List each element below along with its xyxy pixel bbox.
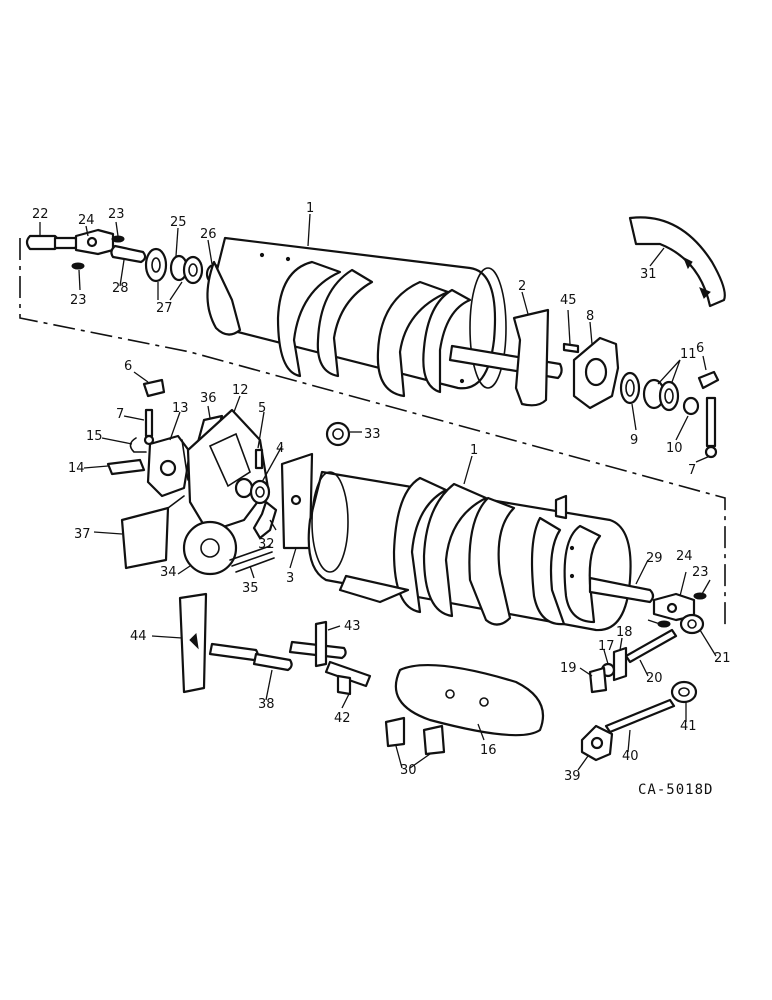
callout-31: 31 (640, 267, 657, 282)
callout-34: 34 (160, 565, 177, 580)
upper-auger (206, 236, 563, 398)
upper-shaft-parts (25, 228, 223, 285)
callout-45: 45 (560, 293, 577, 308)
callout-42: 42 (334, 711, 351, 726)
callout-1-lower: 1 (470, 443, 478, 458)
shield-31 (628, 216, 726, 308)
callout-labels: 1 1 2 3 4 5 6 6 7 7 8 9 10 11 12 13 14 1… (32, 201, 731, 784)
callout-21: 21 (714, 651, 731, 666)
callout-5: 5 (258, 401, 266, 416)
callout-9: 9 (630, 433, 638, 448)
callout-15: 15 (86, 429, 103, 444)
callout-28: 28 (112, 281, 129, 296)
callout-3: 3 (286, 571, 294, 586)
callout-10: 10 (666, 441, 683, 456)
callout-39: 39 (564, 769, 581, 784)
upper-right-bearing-parts (512, 308, 720, 459)
lower-left-drive-parts (106, 378, 351, 576)
callout-16: 16 (480, 743, 497, 758)
callout-44: 44 (130, 629, 147, 644)
drawing-code: CA-5018D (638, 782, 713, 798)
callout-23-c: 23 (692, 565, 709, 580)
callout-23-b: 23 (70, 293, 87, 308)
callout-30: 30 (400, 763, 417, 778)
assembly-centerline (19, 238, 726, 625)
callout-25: 25 (170, 215, 187, 230)
callout-19: 19 (560, 661, 577, 676)
callout-12: 12 (232, 383, 249, 398)
callout-7-left: 7 (116, 407, 124, 422)
callout-11: 11 (680, 347, 697, 362)
callout-37: 37 (74, 527, 91, 542)
callout-32: 32 (258, 537, 275, 552)
callout-22: 22 (32, 207, 49, 222)
callout-33: 33 (364, 427, 381, 442)
callout-1-upper: 1 (306, 201, 314, 216)
callout-6-right: 6 (696, 341, 704, 356)
callout-27: 27 (156, 301, 173, 316)
callout-14: 14 (68, 461, 85, 476)
callout-4: 4 (276, 441, 284, 456)
callout-26: 26 (200, 227, 217, 242)
callout-35: 35 (242, 581, 259, 596)
callout-17: 17 (598, 639, 615, 654)
callout-36: 36 (200, 391, 217, 406)
bottom-loose-parts (178, 592, 545, 756)
callout-24-upper: 24 (78, 213, 95, 228)
callout-38: 38 (258, 697, 275, 712)
callout-18: 18 (616, 625, 633, 640)
lower-right-drive-parts (580, 576, 707, 762)
lower-auger (307, 470, 632, 632)
callout-29: 29 (646, 551, 663, 566)
callout-2: 2 (518, 279, 526, 294)
callout-41: 41 (680, 719, 697, 734)
callout-43: 43 (344, 619, 361, 634)
callout-6-left: 6 (124, 359, 132, 374)
callout-20: 20 (646, 671, 663, 686)
callout-7-right: 7 (688, 463, 696, 478)
callout-23-a: 23 (108, 207, 125, 222)
callout-13: 13 (172, 401, 189, 416)
callout-40: 40 (622, 749, 639, 764)
callout-24-lower: 24 (676, 549, 693, 564)
leader-lines (39, 213, 717, 771)
callout-8: 8 (586, 309, 594, 324)
